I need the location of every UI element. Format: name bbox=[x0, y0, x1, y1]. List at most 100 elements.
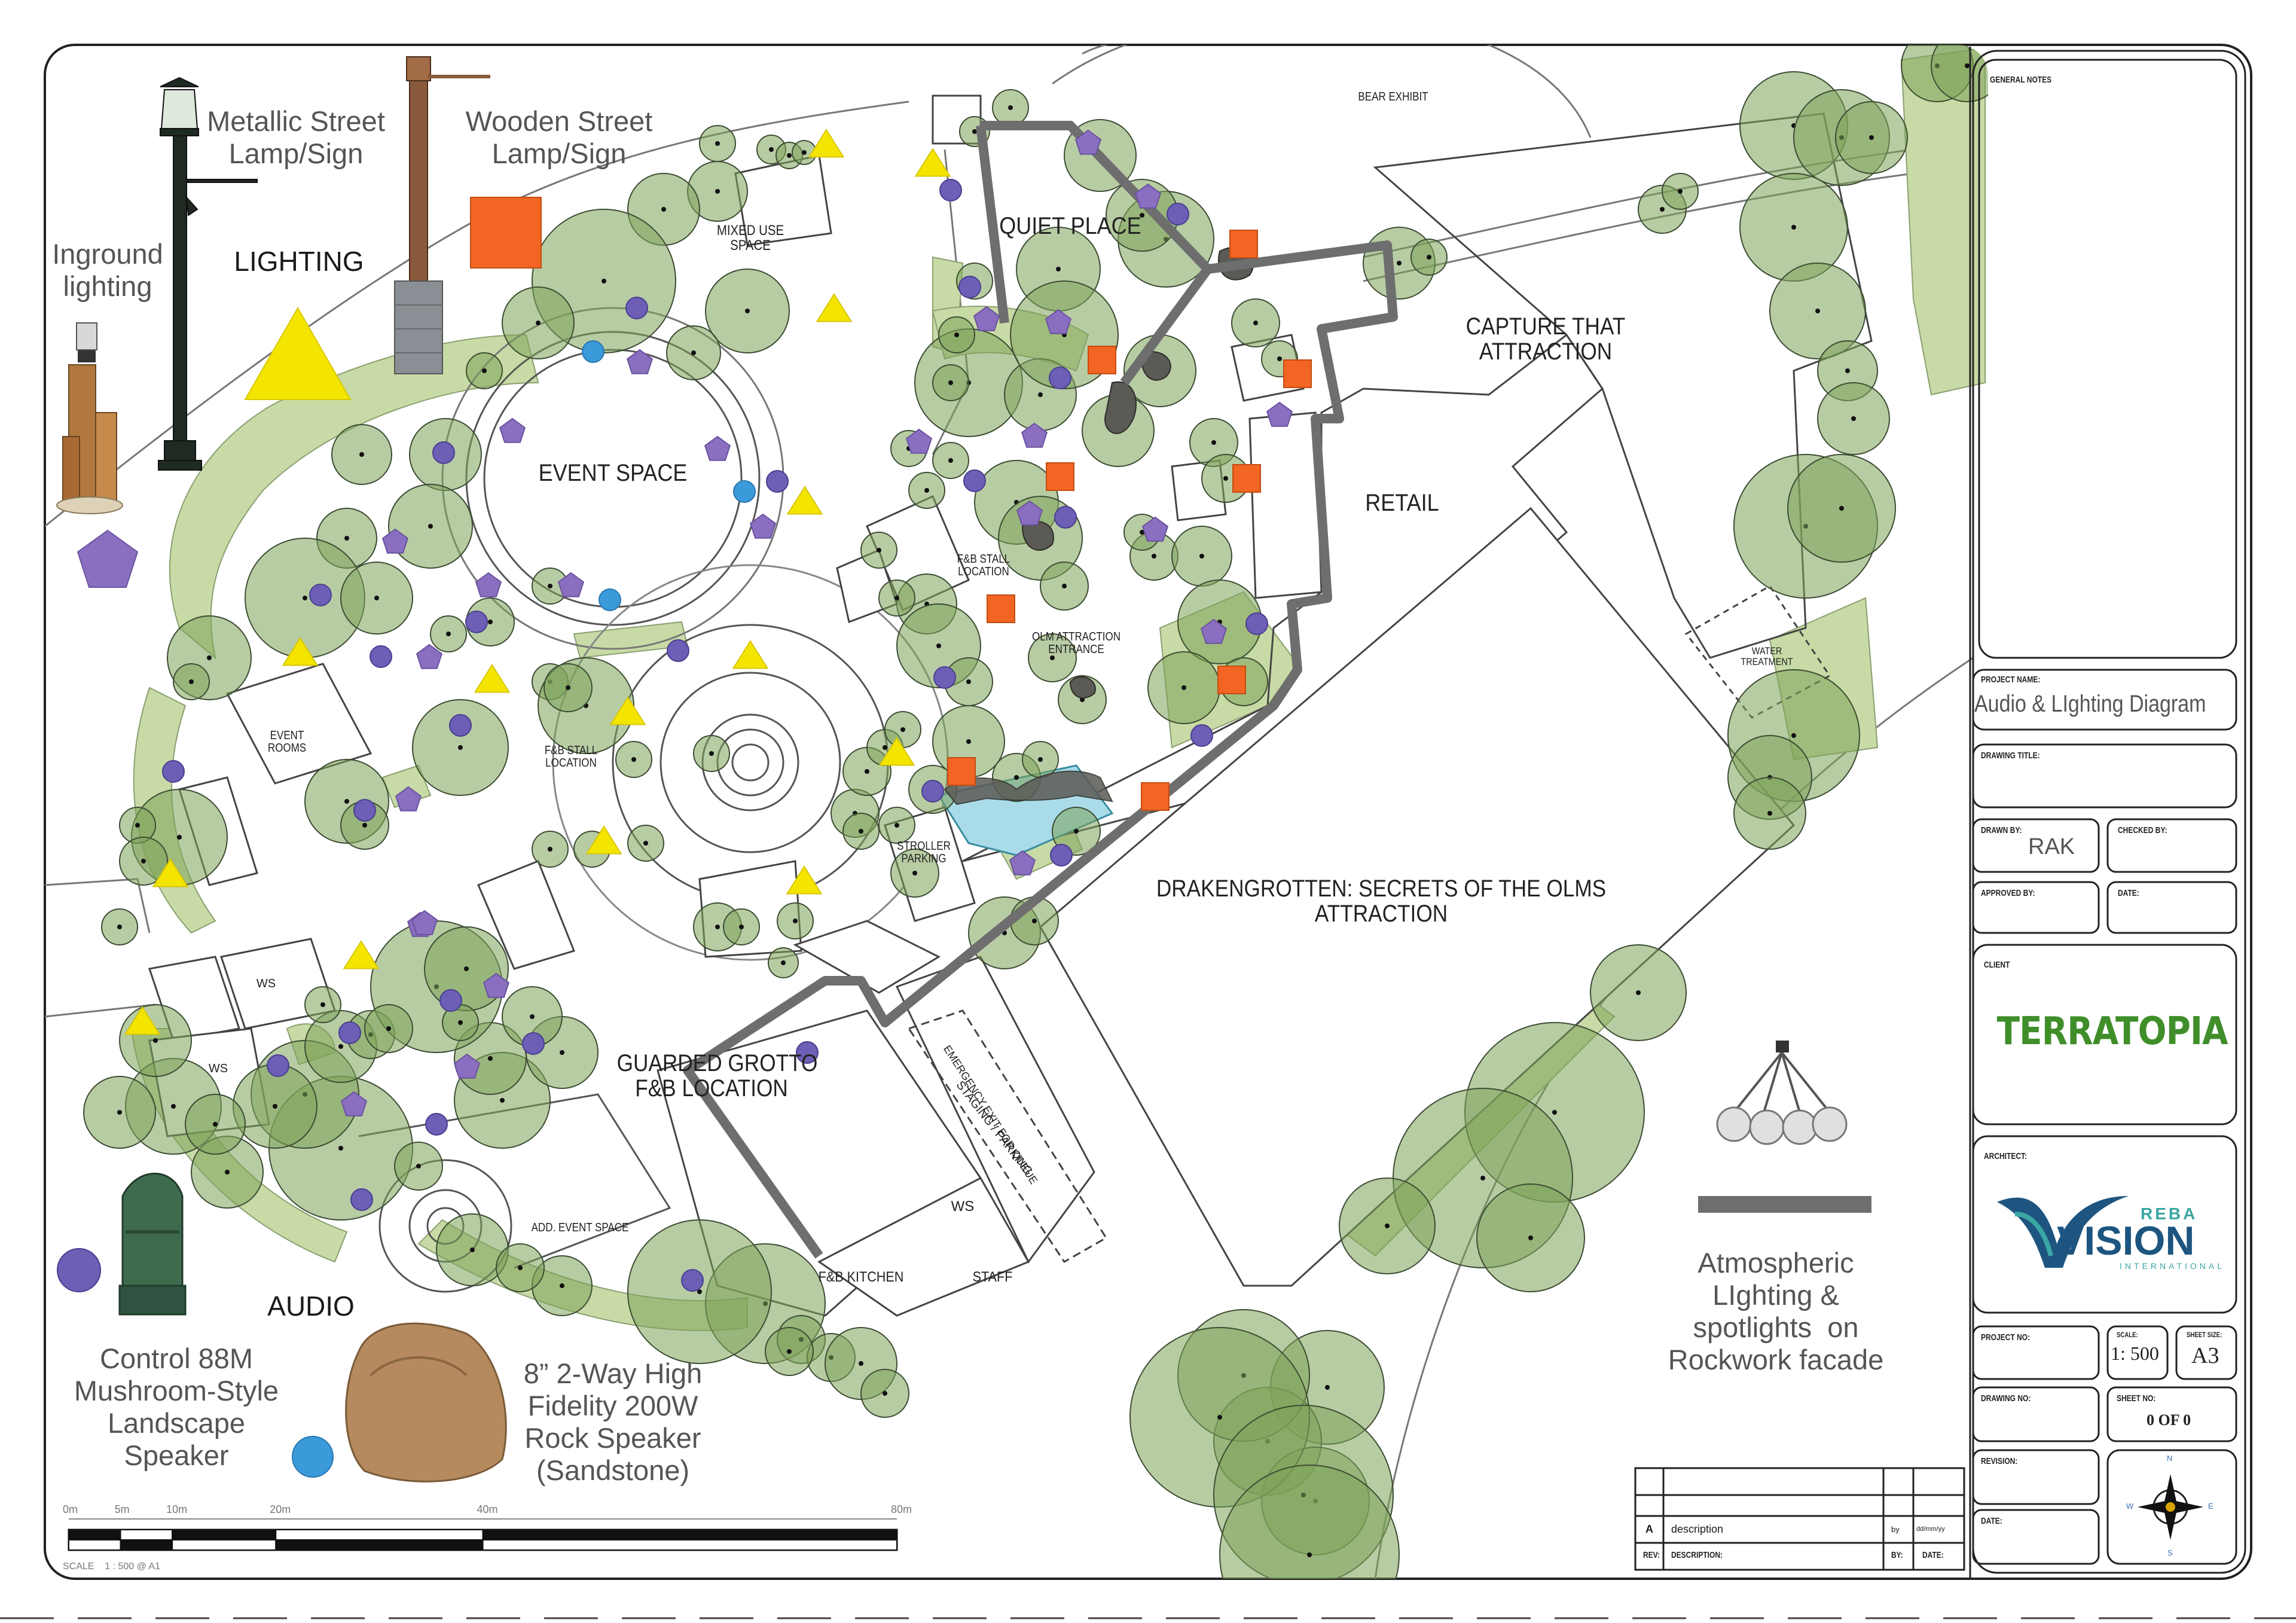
triangle-light-icon bbox=[585, 825, 622, 855]
zone-ws-3: WS bbox=[951, 1198, 975, 1215]
zone-stroller-parking: STROLLER PARKING bbox=[897, 840, 951, 865]
triangle-light-icon bbox=[474, 664, 511, 693]
speaker-marker-icon bbox=[1049, 367, 1071, 389]
legend-triangle-icon bbox=[244, 306, 352, 400]
square-light-icon bbox=[1088, 346, 1116, 374]
legend-pentagon-icon bbox=[77, 529, 139, 588]
architect-label: ARCHITECT: bbox=[1984, 1151, 2027, 1161]
triangle-light-icon bbox=[152, 858, 189, 887]
speaker-marker-icon bbox=[350, 1188, 373, 1211]
project-name-value: Audio & LIghting Diagram bbox=[1974, 691, 2206, 717]
zone-guarded-grotto: GUARDED GROTTO F&B LOCATION bbox=[616, 1050, 818, 1102]
speaker-marker-icon bbox=[522, 1032, 545, 1055]
reba-logo-text: REBA bbox=[2141, 1204, 2198, 1223]
pentagon-light-icon bbox=[1045, 309, 1072, 334]
speaker-marker-icon bbox=[425, 1113, 448, 1136]
trees bbox=[83, 45, 1988, 1579]
pentagon-light-icon bbox=[1009, 850, 1036, 875]
square-light-icon bbox=[1141, 782, 1170, 811]
zone-staff: STAFF bbox=[972, 1269, 1013, 1285]
pentagon-light-icon bbox=[483, 972, 510, 998]
rock-speaker-label: 8” 2-Way High Fidelity 200W Rock Speaker… bbox=[523, 1357, 703, 1487]
triangle-light-icon bbox=[609, 696, 646, 725]
pentagon-light-icon bbox=[499, 417, 526, 443]
speaker-marker-icon bbox=[796, 1041, 819, 1064]
zone-ws-1: WS bbox=[256, 977, 276, 990]
speaker-marker-icon bbox=[432, 441, 455, 464]
drawn-by-label: DRAWN BY: bbox=[1981, 825, 2022, 835]
drawing-no-label: DRAWING NO: bbox=[1981, 1393, 2031, 1404]
client-label: CLIENT bbox=[1984, 960, 2010, 970]
revision-table bbox=[1634, 1467, 1965, 1571]
pentagon-light-icon bbox=[1021, 422, 1048, 448]
scale-segment bbox=[120, 1529, 173, 1540]
pentagon-light-icon bbox=[1200, 618, 1228, 644]
zone-bear-exhibit: BEAR EXHIBIT bbox=[1358, 90, 1428, 103]
pentagon-light-icon bbox=[1074, 129, 1102, 155]
attraction-boundary bbox=[683, 121, 1398, 1259]
metallic-lamp-label: Metallic Street Lamp/Sign bbox=[207, 105, 385, 170]
speaker-marker-icon bbox=[267, 1054, 289, 1077]
speaker-marker-icon bbox=[439, 989, 462, 1012]
project-no-label: PROJECT NO: bbox=[1981, 1332, 2031, 1343]
reba-vision-logo bbox=[1997, 1196, 2129, 1268]
rev-row-description: description bbox=[1671, 1523, 1724, 1535]
approved-by-label: APPROVED BY: bbox=[1981, 888, 2035, 898]
scale-tick-label: 20m bbox=[270, 1503, 291, 1515]
drawn-by-value: RAK bbox=[2028, 834, 2075, 859]
inground-light-picture bbox=[56, 322, 123, 514]
wooden-lamp-label: Wooden Street Lamp/Sign bbox=[465, 105, 653, 170]
rev-header-by: BY: bbox=[1891, 1550, 1903, 1560]
atmospheric-lighting-label: Atmospheric LIghting & spotlights on Roc… bbox=[1668, 1247, 1884, 1376]
scale-tick-label: 5m bbox=[114, 1503, 130, 1515]
pentagon-light-icon bbox=[453, 1053, 481, 1079]
triangle-light-icon bbox=[878, 737, 915, 766]
sheet-no-value: 0 OF 0 bbox=[2147, 1411, 2191, 1429]
pentagon-light-icon bbox=[1266, 401, 1293, 427]
triangle-light-icon bbox=[732, 640, 769, 669]
scale-segment bbox=[482, 1529, 897, 1540]
speaker-marker-icon bbox=[667, 639, 689, 662]
scale-segment bbox=[275, 1539, 484, 1551]
rock-speaker-marker-icon bbox=[582, 340, 604, 363]
rev-row-date: dd/mm/yy bbox=[1916, 1526, 1945, 1533]
zone-fb-stall-1: F&B STALL LOCATION bbox=[957, 553, 1010, 578]
pentagon-light-icon bbox=[557, 572, 585, 597]
rev-header-date: DATE: bbox=[1922, 1550, 1944, 1560]
speaker-marker-icon bbox=[1190, 724, 1213, 747]
rockwork bbox=[944, 246, 1254, 806]
pentagon-light-icon bbox=[905, 428, 933, 454]
zone-event-space: EVENT SPACE bbox=[538, 460, 688, 486]
speaker-marker-icon bbox=[766, 470, 789, 493]
zone-olm-entrance: OLM ATTRACTION ENTRANCE bbox=[1032, 630, 1120, 656]
zone-ws-2: WS bbox=[208, 1062, 228, 1075]
zone-quiet-place: QUIET PLACE bbox=[999, 213, 1141, 239]
pentagon-light-icon bbox=[626, 349, 654, 374]
sheet-size-label: SHEET SIZE: bbox=[2187, 1331, 2222, 1339]
lighting-heading: LIGHTING bbox=[234, 246, 364, 277]
bear-exhibit-boundary bbox=[1052, 45, 1592, 138]
scale-tick-label: 10m bbox=[166, 1503, 188, 1515]
pentagon-light-icon bbox=[395, 786, 422, 812]
rev-row-by: by bbox=[1891, 1525, 1900, 1534]
legend-speaker-circle-icon bbox=[57, 1248, 101, 1292]
terratopia-logo: TERRATOPIA bbox=[1996, 1009, 2228, 1054]
speaker-marker-icon bbox=[1050, 844, 1073, 867]
pentagon-light-icon bbox=[749, 513, 777, 539]
square-light-icon bbox=[987, 594, 1015, 623]
revision-label: REVISION: bbox=[1981, 1456, 2018, 1466]
legend-rock-speaker-circle-icon bbox=[292, 1436, 334, 1478]
square-light-icon bbox=[1217, 666, 1246, 694]
checked-by-label: CHECKED BY: bbox=[2118, 825, 2167, 835]
wooden-street-lamp-picture bbox=[394, 56, 490, 374]
rock-speaker-marker-icon bbox=[733, 480, 756, 503]
speaker-marker-icon bbox=[681, 1269, 704, 1292]
scale-tick-label: 0m bbox=[63, 1503, 78, 1515]
square-light-icon bbox=[1046, 462, 1074, 491]
scale-segment bbox=[275, 1529, 484, 1540]
triangle-light-icon bbox=[786, 486, 823, 515]
sheet-no-label: SHEET NO: bbox=[2117, 1393, 2156, 1404]
title-block bbox=[1969, 47, 2246, 1578]
zone-drakengrotten: DRAKENGROTTEN: SECRETS OF THE OLMS ATTRA… bbox=[1156, 875, 1607, 927]
